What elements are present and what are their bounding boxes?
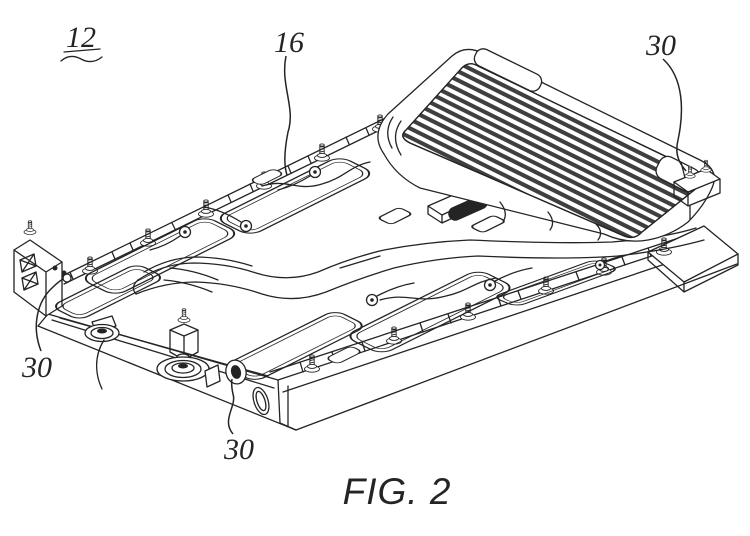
mount-left-outer xyxy=(84,315,120,343)
ref-label-16: 16 xyxy=(274,26,304,59)
leader-line-30-left xyxy=(35,278,64,352)
leader-line-16 xyxy=(283,55,292,176)
vent-fastener xyxy=(483,267,533,292)
leader-line-30-top-right xyxy=(662,58,687,172)
front-rail xyxy=(269,232,738,431)
corner-flange-right xyxy=(647,225,739,293)
leader-line-30-bottom xyxy=(227,378,235,435)
vent-fastener xyxy=(149,225,192,251)
harness-and-fasteners xyxy=(149,161,623,307)
cover-smooth-patch xyxy=(473,48,543,92)
rail-clamps xyxy=(251,169,361,364)
rail-sensor-stud xyxy=(62,273,72,283)
mount-bracket-right xyxy=(673,159,721,220)
figure-caption: FIG. 2 xyxy=(343,471,452,512)
end-cap-block xyxy=(13,239,72,317)
vent-fastener xyxy=(365,282,415,307)
ribbed-cover xyxy=(377,48,715,242)
battery-tray xyxy=(13,65,739,431)
ref-label-30-bottom: 30 xyxy=(223,433,254,466)
mount-port-front xyxy=(225,359,270,416)
ref-label-30-left: 30 xyxy=(21,351,52,384)
hanging-cable xyxy=(95,339,105,390)
ref-label-12: 12 xyxy=(66,21,96,54)
reference-annotations: 12 16 30 30 30 FIG. 2 xyxy=(21,21,687,512)
harness-line xyxy=(379,277,497,301)
vent-fastener xyxy=(277,165,322,191)
vent-fastener xyxy=(594,255,623,271)
vent-fastener xyxy=(203,206,253,233)
mount-left-inner xyxy=(95,308,221,390)
center-channel xyxy=(132,227,705,300)
harness-line xyxy=(261,161,371,188)
ref-underline-12 xyxy=(60,48,103,63)
ref-label-30-top-right: 30 xyxy=(645,29,676,62)
